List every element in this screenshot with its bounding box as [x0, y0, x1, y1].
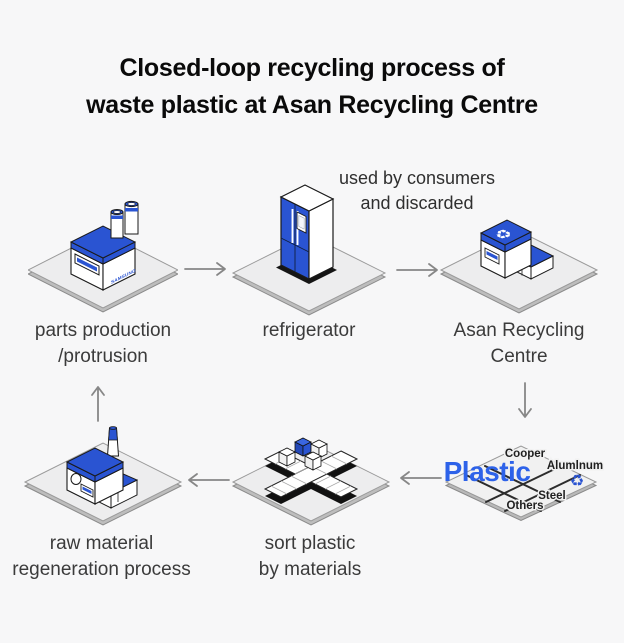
- consumer-note: used by consumers and discarded: [317, 166, 517, 216]
- material-label-steel: Steel: [538, 490, 566, 502]
- label-parts-production: parts production /protrusion: [13, 318, 193, 370]
- label-parts-production-line1: parts production: [34, 320, 172, 341]
- arrow-left-icon: [188, 473, 230, 487]
- material-label-aluminum: Alumlnum: [547, 460, 603, 472]
- label-asan-centre: Asan Recycling Centre: [439, 318, 599, 370]
- label-sort-plastic: sort plastic by materials: [230, 531, 390, 583]
- recycling-centre-icon: ♻: [439, 219, 599, 314]
- consumer-note-line2: and discarded: [360, 193, 474, 213]
- label-asan-centre-line1: Asan Recycling: [453, 320, 585, 341]
- label-refrigerator: refrigerator: [229, 318, 389, 344]
- label-raw-material: raw material regeneration process: [3, 531, 200, 583]
- chimney-icon: [106, 426, 120, 457]
- label-sort-plastic-line2: by materials: [258, 559, 362, 580]
- label-sort-plastic-line1: sort plastic: [264, 533, 356, 554]
- recycle-symbol-icon: ♻: [570, 473, 584, 490]
- refrigerator-icon: [231, 184, 387, 316]
- factory-icon: SAMSUNG: [28, 200, 178, 313]
- recycle-roof-icon: ♻: [492, 227, 516, 243]
- conveyor-sorting-icon: [231, 437, 391, 526]
- material-label-copper: Cooper: [505, 448, 546, 460]
- arrow-down-icon: [518, 382, 532, 418]
- label-parts-production-line2: /protrusion: [58, 346, 148, 367]
- title-line2: waste plastic at Asan Recycling Centre: [86, 91, 538, 119]
- arrow-up-icon: [91, 386, 105, 422]
- chimney-icon: [110, 200, 139, 239]
- label-refrigerator-text: refrigerator: [262, 320, 356, 341]
- title-line1: Closed-loop recycling process of: [119, 54, 505, 82]
- material-sorting-icon: Cooper Alumlnum Steel Others Plastic ♻: [444, 445, 605, 522]
- regeneration-factory-icon: [23, 426, 183, 526]
- plastic-boxes: [278, 437, 328, 471]
- material-grid-lines: [465, 465, 581, 512]
- page-title: Closed-loop recycling process of waste p…: [0, 50, 624, 124]
- material-label-others: Others: [506, 500, 543, 512]
- label-raw-material-line2: regeneration process: [12, 559, 191, 580]
- label-asan-centre-line2: Centre: [490, 346, 548, 367]
- label-raw-material-line1: raw material: [49, 533, 154, 554]
- arrow-left-icon: [400, 471, 442, 485]
- consumer-note-line1: used by consumers: [338, 168, 496, 188]
- arrow-right-icon: [184, 262, 226, 276]
- arrow-right-icon: [396, 263, 438, 277]
- plastic-label: Plastic: [444, 456, 531, 487]
